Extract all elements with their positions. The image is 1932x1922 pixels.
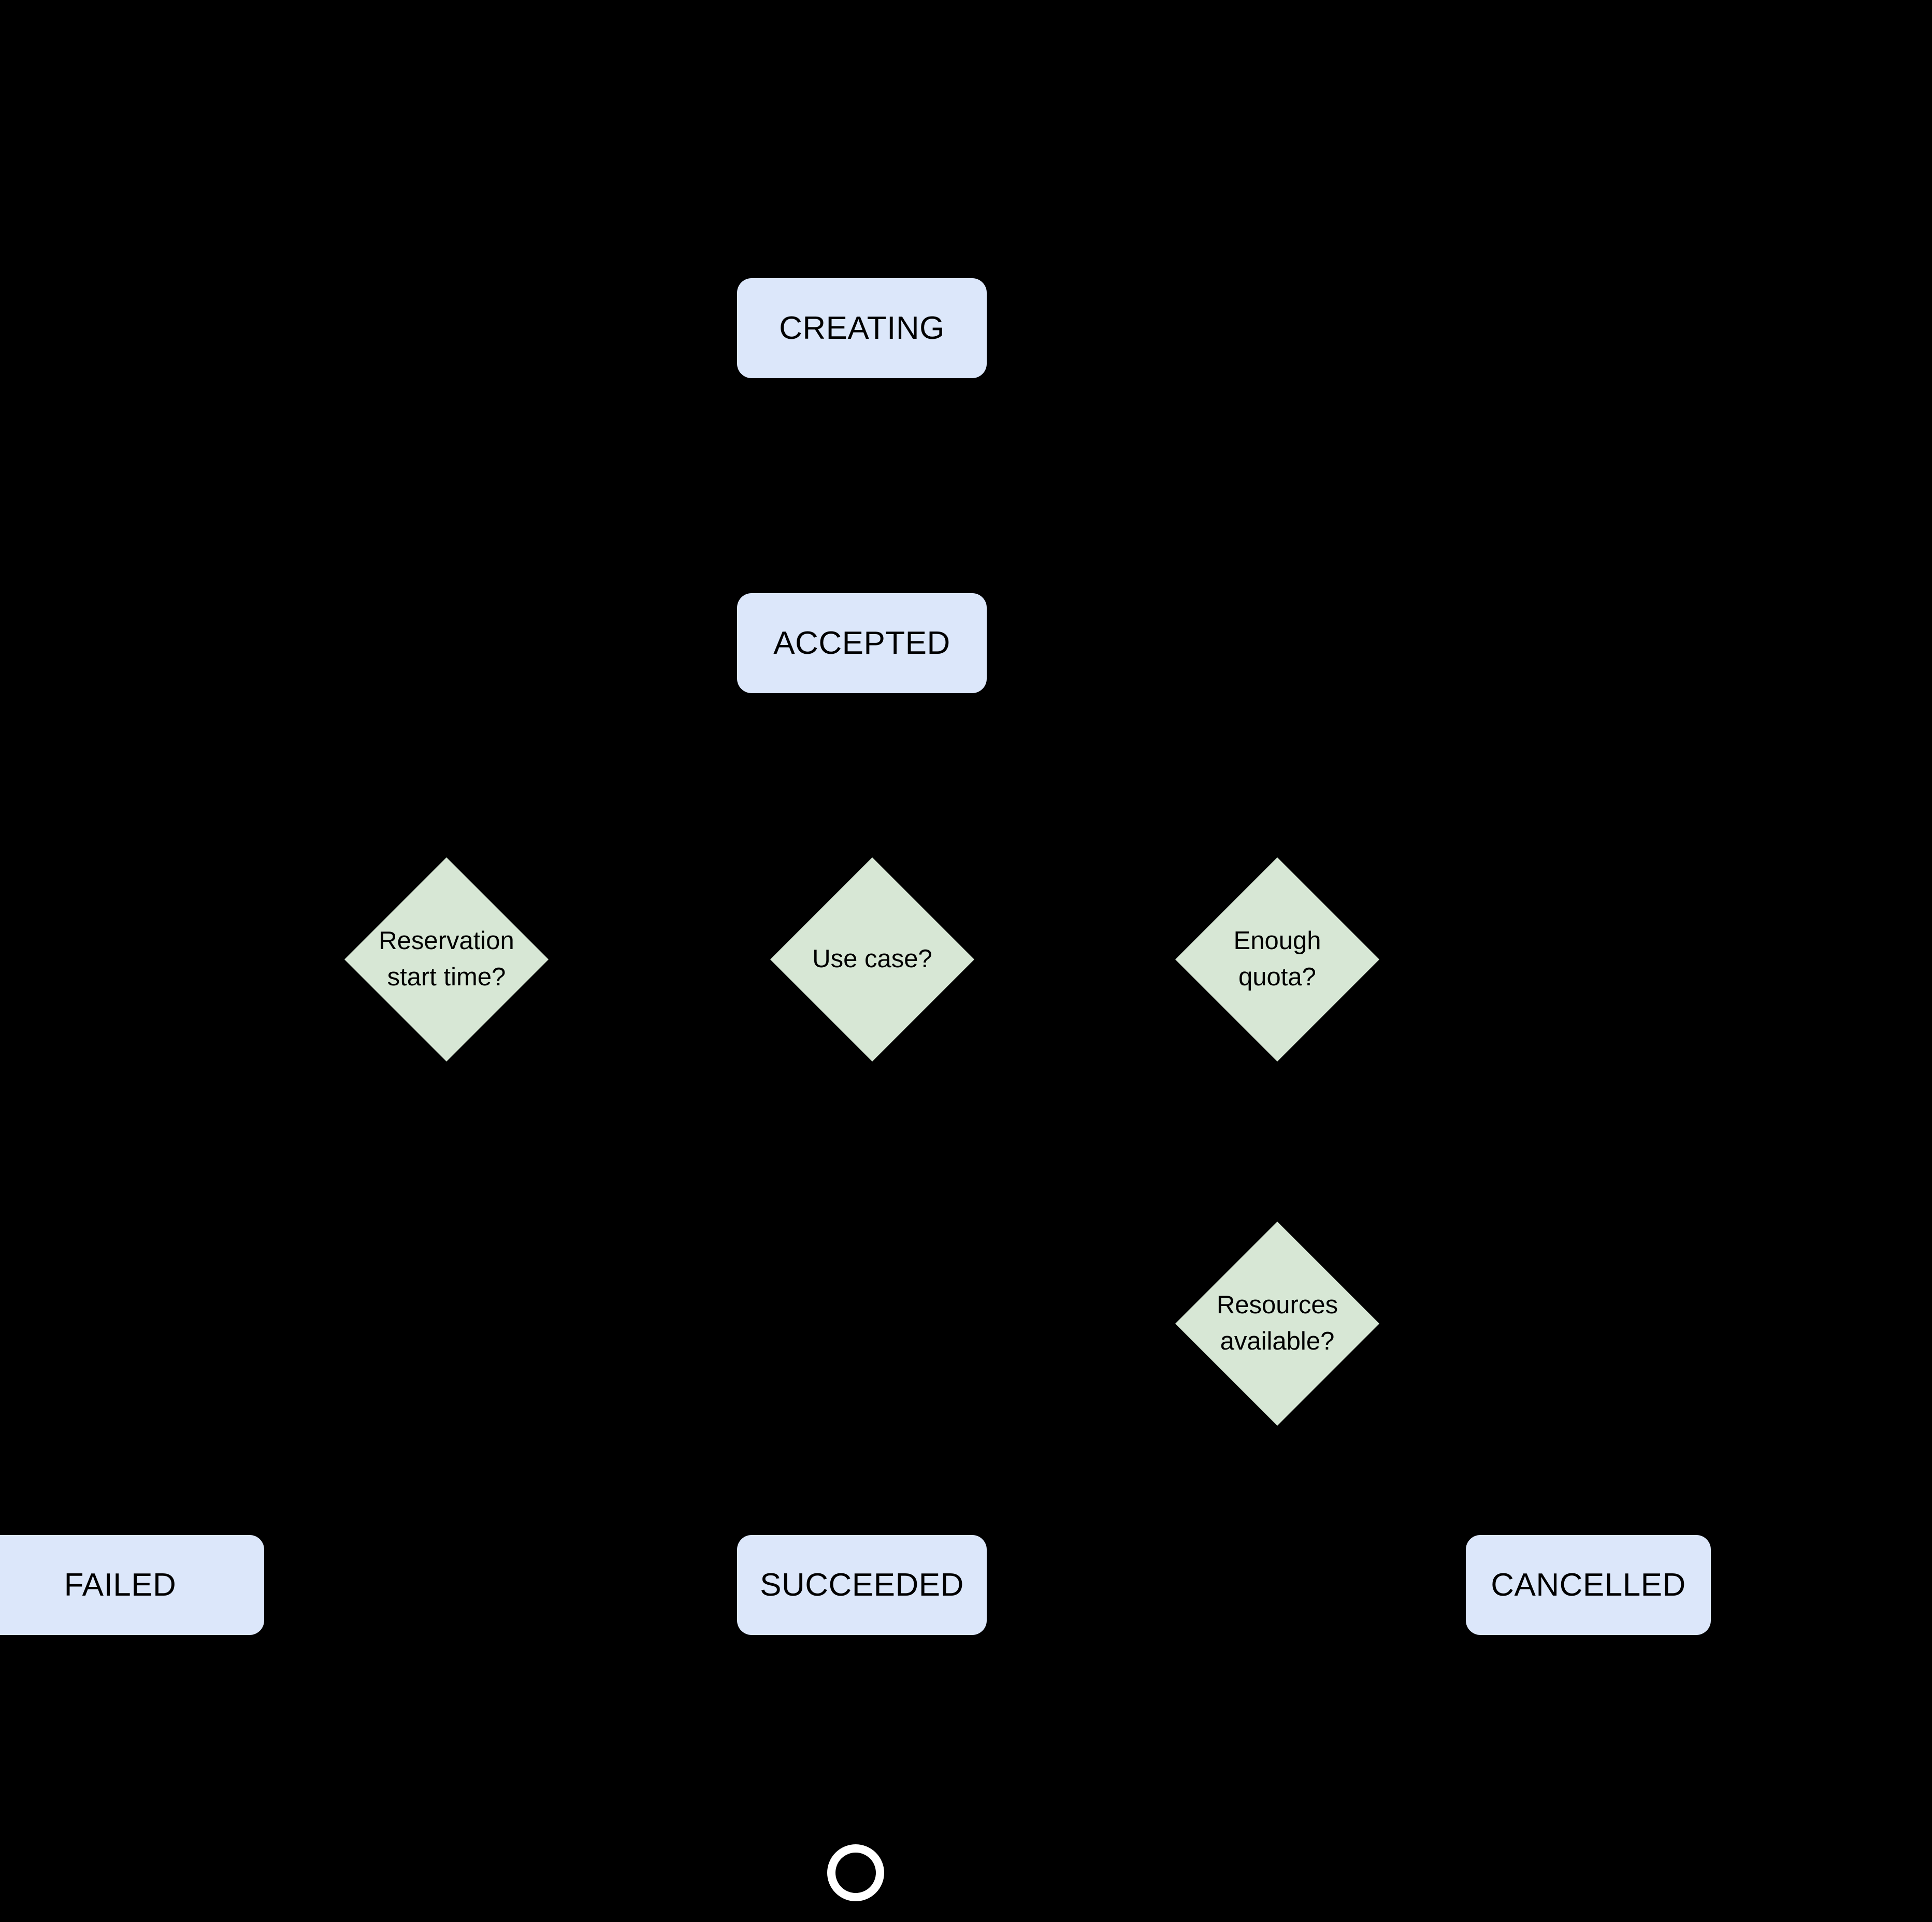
edge-resources-available-to-cancelled (1276, 1425, 1466, 1587)
decision-label-use-case: Use case? (801, 941, 944, 978)
decision-label-line1: Enough (1233, 927, 1321, 955)
edge-accepted-to-reservation-start-time (445, 693, 863, 859)
end-node-marker (827, 1844, 884, 1901)
state-label-creating: CREATING (779, 310, 945, 346)
decision-node-reservation-start-time[interactable]: Reservation start time? (344, 857, 549, 1062)
decision-label-reservation-start-time: Reservation start time? (375, 923, 518, 995)
decision-label-line1: Reservation (379, 927, 514, 955)
decision-label-line1: Use case? (812, 945, 932, 973)
decision-label-resources-available: Resources available? (1206, 1287, 1349, 1359)
state-node-accepted[interactable]: ACCEPTED (737, 593, 987, 693)
state-label-failed: FAILED (64, 1567, 177, 1603)
decision-label-line2: start time? (387, 963, 506, 991)
state-node-failed[interactable]: FAILED (0, 1535, 264, 1635)
decision-node-resources-available[interactable]: Resources available? (1175, 1222, 1379, 1426)
state-node-creating[interactable]: CREATING (737, 278, 987, 378)
edge-reservation-start-time-to-failed (264, 1062, 448, 1587)
edge-accepted-to-enough-quota (860, 693, 1279, 859)
decision-label-enough-quota: Enough quota? (1206, 923, 1349, 995)
state-node-succeeded[interactable]: SUCCEEDED (737, 1535, 987, 1635)
state-label-cancelled: CANCELLED (1491, 1567, 1686, 1603)
decision-label-line2: quota? (1238, 963, 1316, 991)
state-node-cancelled[interactable]: CANCELLED (1466, 1535, 1711, 1635)
decision-node-use-case[interactable]: Use case? (770, 857, 974, 1062)
decision-label-line1: Resources (1216, 1291, 1338, 1319)
state-label-accepted: ACCEPTED (773, 625, 950, 661)
decision-node-enough-quota[interactable]: Enough quota? (1175, 857, 1379, 1062)
decision-label-line2: available? (1220, 1327, 1335, 1355)
state-label-succeeded: SUCCEEDED (760, 1567, 964, 1603)
